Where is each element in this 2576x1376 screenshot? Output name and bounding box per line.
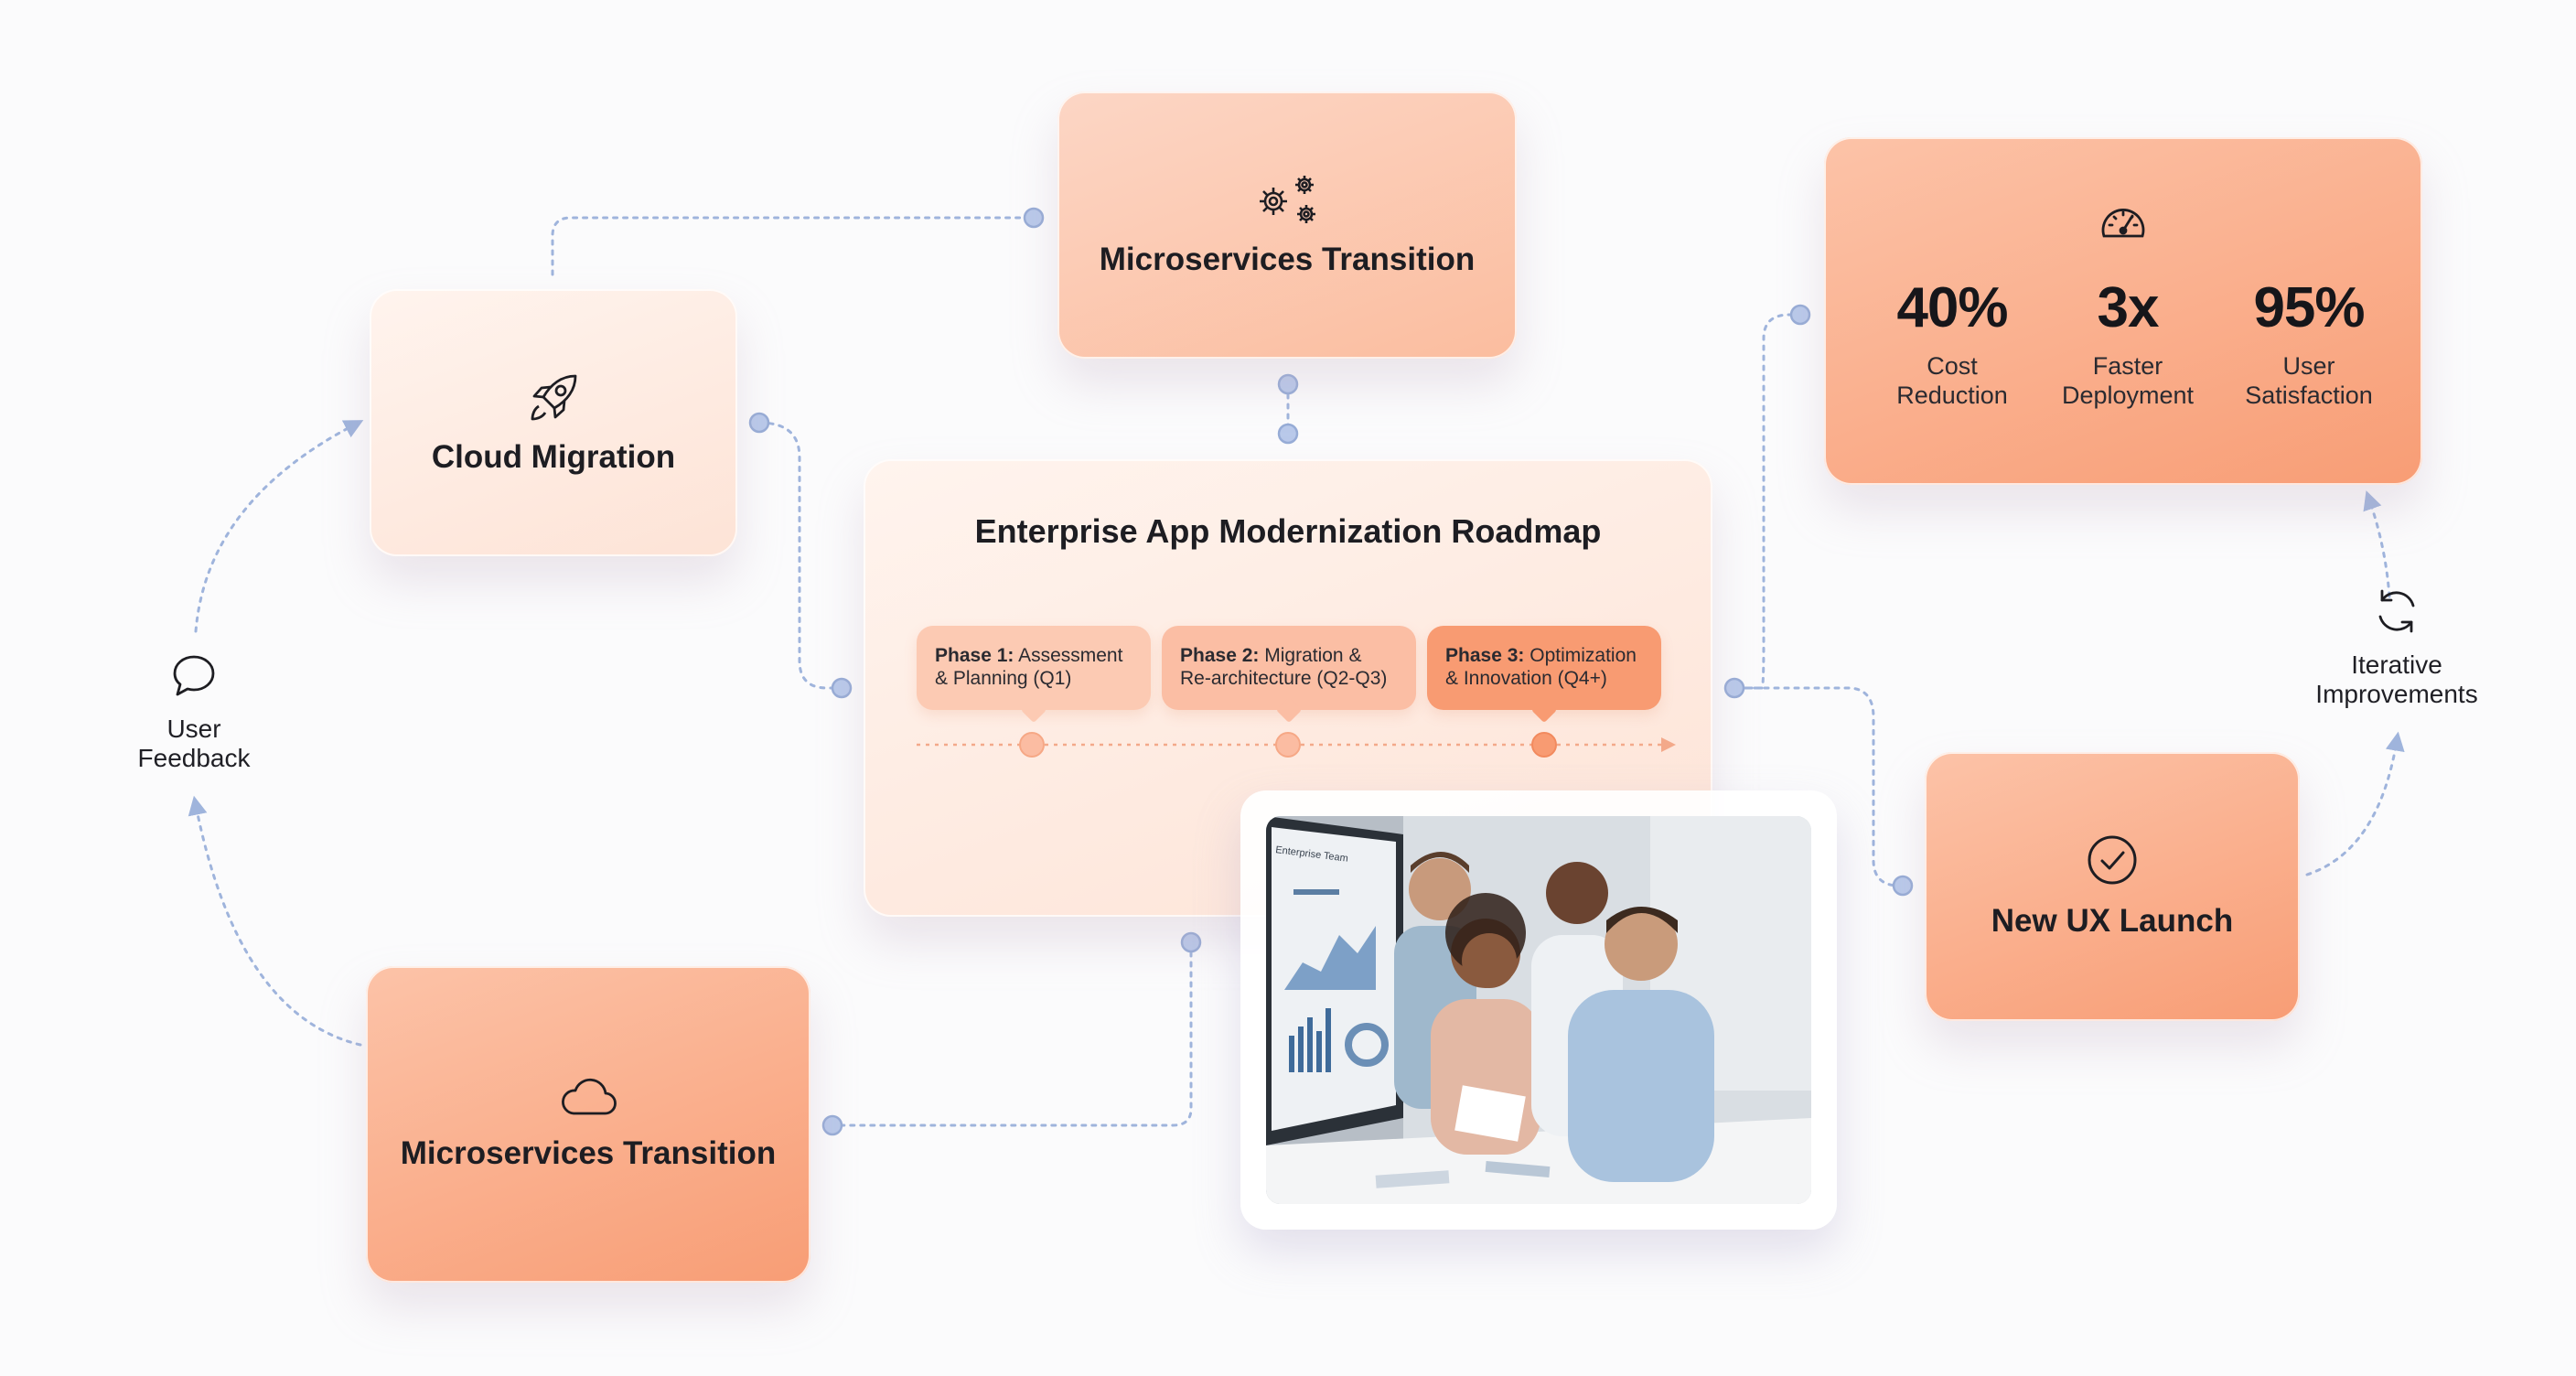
node-title: Cloud Migration (431, 439, 676, 475)
user-feedback-label: User Feedback (121, 651, 267, 773)
iterative-improvements-label: Iterative Improvements (2305, 586, 2488, 709)
chat-bubble-icon (169, 651, 219, 701)
speedometer-icon (2097, 199, 2150, 245)
refresh-icon (2371, 586, 2422, 637)
gears-icon (1253, 172, 1321, 229)
phase-desc: Assessment & Planning (Q1) (935, 645, 1123, 690)
metric-faster-deployment: 3x Faster Deployment (2027, 280, 2228, 411)
phase-pointer (1530, 696, 1558, 724)
metric-value: 40% (1896, 276, 2008, 339)
phase-name: Phase 3: (1445, 645, 1525, 666)
metric-user-satisfaction: 95% User Satisfaction (2208, 280, 2410, 411)
phase-name: Phase 1: (935, 645, 1014, 666)
node-title: Microservices Transition (400, 1135, 777, 1171)
node-title: New UX Launch (1991, 903, 2234, 939)
metrics-card: 40% Cost Reduction 3x Faster Deployment … (1824, 137, 2422, 485)
metric-label: User Satisfaction (2245, 352, 2373, 410)
phase-desc: Optimization & Innovation (Q4+) (1445, 645, 1637, 690)
phase-name: Phase 2: (1180, 645, 1260, 666)
check-circle-icon (2086, 833, 2139, 887)
phase-3[interactable]: Phase 3: Optimization & Innovation (Q4+) (1427, 626, 1661, 724)
metric-value: 3x (2097, 276, 2160, 339)
metric-value: 95% (2253, 276, 2365, 339)
node-microservices-transition-top[interactable]: Microservices Transition (1057, 91, 1517, 359)
loop-label: User Feedback (137, 715, 251, 773)
metric-cost-reduction: 40% Cost Reduction (1852, 280, 2053, 411)
phase-desc: Migration & Re-architecture (Q2-Q3) (1180, 645, 1388, 690)
metric-label: Faster Deployment (2061, 352, 2195, 410)
roadmap-timeline (917, 732, 1676, 758)
loop-label: Iterative Improvements (2315, 650, 2478, 709)
team-photo-card: Enterprise Team (1240, 790, 1837, 1230)
phase-1[interactable]: Phase 1: Assessment & Planning (Q1) (917, 626, 1151, 724)
rocket-icon (525, 370, 582, 426)
metric-label: Cost Reduction (1896, 352, 2008, 410)
node-title: Microservices Transition (1099, 242, 1476, 277)
phase-2[interactable]: Phase 2: Migration & Re-architecture (Q2… (1162, 626, 1416, 724)
node-new-ux-launch[interactable]: New UX Launch (1925, 752, 2300, 1021)
roadmap-title: Enterprise App Modernization Roadmap (974, 512, 1602, 550)
node-cloud-migration[interactable]: Cloud Migration (370, 289, 737, 556)
node-microservices-transition-bottom[interactable]: Microservices Transition (366, 966, 810, 1283)
phase-pointer (1275, 696, 1303, 724)
team-meeting-photo: Enterprise Team (1266, 816, 1811, 1204)
phase-pointer (1020, 696, 1047, 724)
cloud-icon (559, 1077, 617, 1119)
